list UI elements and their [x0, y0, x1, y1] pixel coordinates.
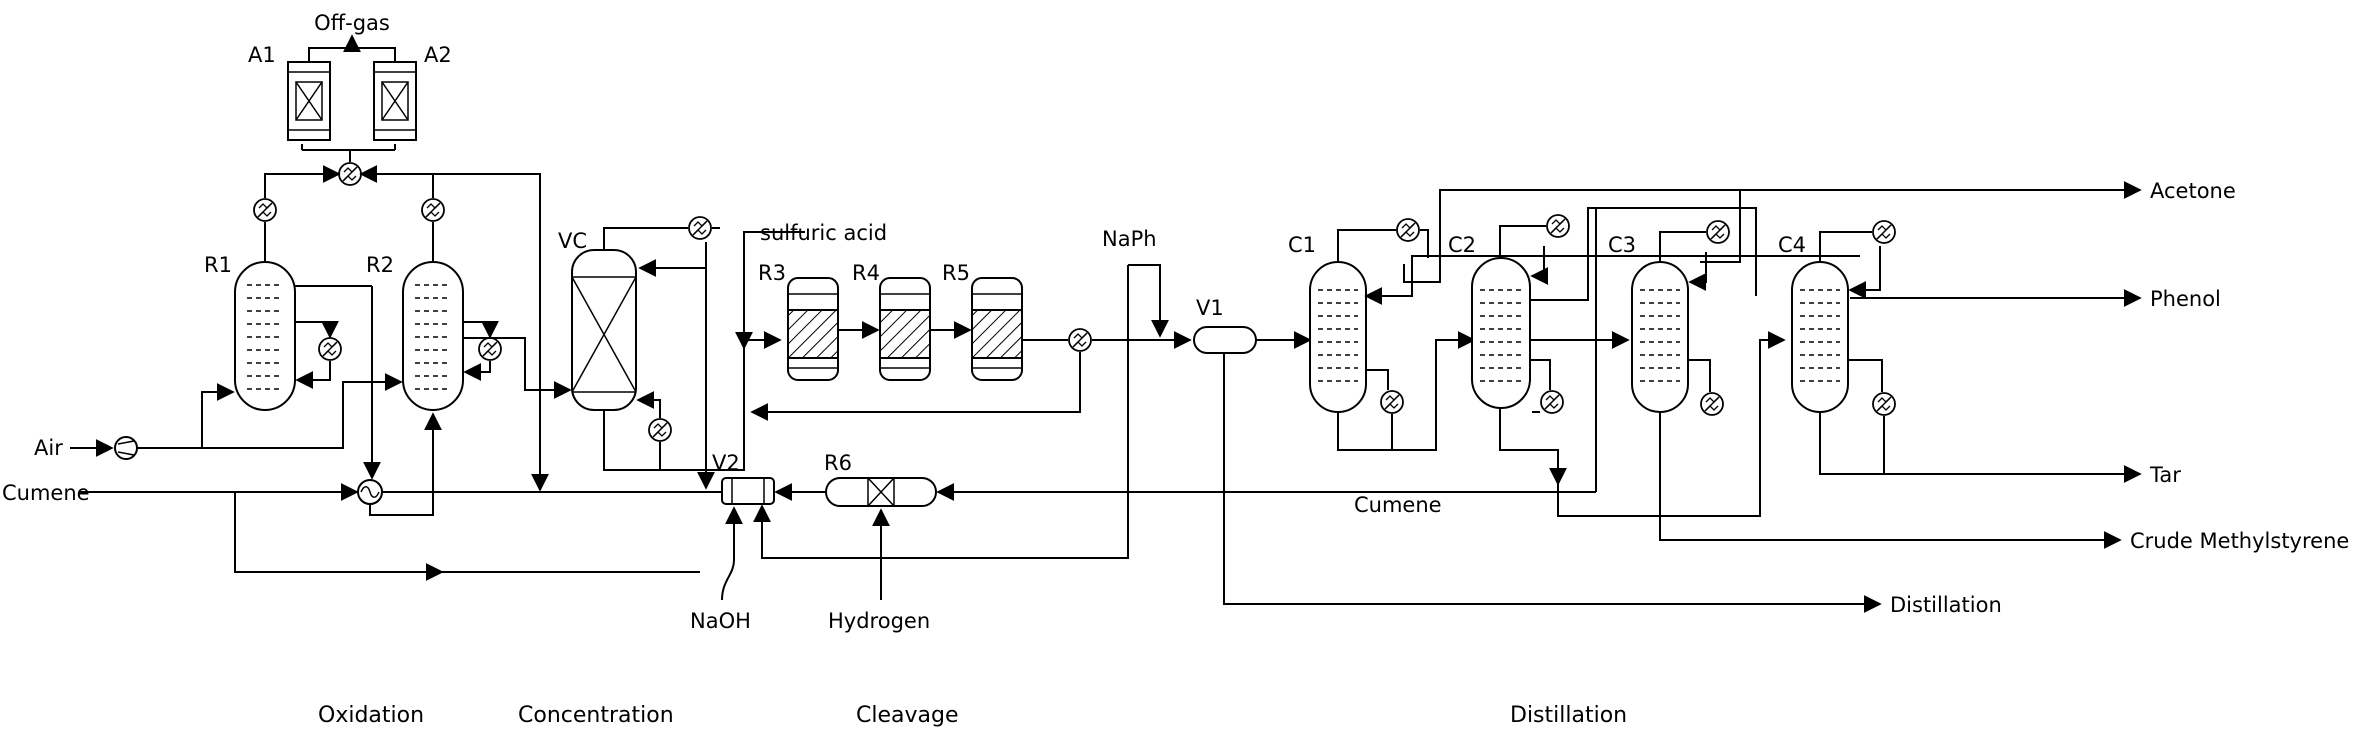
label-naph: NaPh [1102, 227, 1157, 251]
label-c2: C2 [1448, 233, 1476, 257]
column-c2 [1471, 257, 1531, 409]
vessel-v1 [1193, 326, 1257, 354]
label-r1: R1 [204, 253, 232, 277]
label-phenol: Phenol [2150, 287, 2221, 311]
section-concentration: Concentration [518, 703, 674, 728]
tar-line [1819, 412, 2142, 483]
v1-to-distillation [1223, 353, 1882, 613]
r2-cooler-loop [463, 320, 499, 339]
reboiler-c3-icon [1700, 392, 1724, 416]
label-r3: R3 [758, 261, 786, 285]
vc-bottoms [603, 410, 661, 471]
reboiler-c4-icon [1872, 392, 1896, 416]
cleavage-reactor-r3 [787, 277, 839, 381]
cleavage-reactor-r5 [971, 277, 1023, 381]
column-c3 [1631, 261, 1689, 413]
column-c4 [1791, 261, 1849, 413]
bypass-line [234, 492, 444, 581]
condenser-c1-icon [1396, 218, 1420, 242]
label-tar: Tar [2149, 463, 2181, 487]
adsorber-inlet-header [301, 144, 396, 151]
section-distillation: Distillation [1510, 703, 1627, 728]
label-v1: V1 [1196, 296, 1224, 320]
label-a1: A1 [248, 43, 276, 67]
label-a2: A2 [424, 43, 452, 67]
vacuum-concentrator-vc [571, 249, 637, 411]
adsorber-a2 [373, 61, 417, 141]
label-r4: R4 [852, 261, 880, 285]
section-oxidation: Oxidation [318, 703, 424, 728]
air-to-r1 [137, 383, 235, 449]
reboiler-c2-icon [1540, 390, 1564, 414]
r1-cooler-loop [295, 320, 339, 339]
vc-overhead [603, 227, 688, 250]
heat-exchanger-r2-top-icon [421, 198, 445, 222]
label-air: Air [34, 436, 63, 460]
heat-exchanger-vc-top-icon [688, 216, 712, 240]
feed-preheater-icon [357, 479, 383, 505]
crude-methylstyrene-line [1659, 412, 2122, 549]
label-r2: R2 [366, 253, 394, 277]
label-c4: C4 [1778, 233, 1806, 257]
naph-line [776, 265, 1129, 559]
heat-exchanger-r1-side-icon [318, 337, 342, 361]
section-cleavage: Cleavage [856, 703, 959, 728]
heat-exchanger-r1-top-icon [253, 198, 277, 222]
r2-product-to-vc [463, 337, 572, 399]
hydrogenation-reactor-r6 [825, 477, 937, 507]
label-acetone: Acetone [2150, 179, 2236, 203]
label-distillation-out: Distillation [1890, 593, 2002, 617]
cleavage-recycle [750, 352, 1081, 421]
heat-exchanger-cleavage-icon [1068, 328, 1092, 352]
naph-feed [1128, 264, 1169, 338]
sulfuric-acid-feed [735, 231, 805, 350]
r1-vapor-line [264, 165, 341, 186]
heat-exchanger-vc-reboiler-icon [648, 418, 672, 442]
condenser-c3-icon [1706, 220, 1730, 244]
label-vc: VC [558, 229, 587, 253]
c2-bottoms-to-c4 [1557, 331, 1786, 517]
c2-side-route [1530, 207, 1757, 301]
reboiler-c1-icon [1380, 390, 1404, 414]
vc-reflux [638, 242, 707, 277]
reactor-r2 [402, 261, 464, 411]
air-compressor-icon [114, 436, 138, 460]
c1-recycle-in [1364, 255, 1860, 305]
label-c3: C3 [1608, 233, 1636, 257]
label-r5: R5 [942, 261, 970, 285]
condenser-c2-icon [1546, 214, 1570, 238]
c1-bottoms-to-c2 [1337, 331, 1476, 451]
label-v2: V2 [712, 451, 740, 475]
heat-exchanger-r2-side-icon [478, 337, 502, 361]
label-hydrogen: Hydrogen [828, 609, 930, 633]
condenser-c4-icon [1872, 220, 1896, 244]
label-cumene-feed: Cumene [2, 481, 90, 505]
label-offgas: Off-gas [314, 11, 390, 35]
cleavage-reactor-r4 [879, 277, 931, 381]
offgas-header [308, 47, 396, 62]
vessel-v2 [721, 477, 775, 505]
vent-return-line [359, 165, 541, 490]
label-cumene-recycle: Cumene [1354, 493, 1442, 517]
concentrate-to-cleavage [660, 342, 745, 471]
naph-to-v2 [753, 504, 776, 559]
preheated-feed-to-r2 [369, 412, 442, 516]
adsorber-a1 [287, 61, 331, 141]
label-c1: C1 [1288, 233, 1316, 257]
c2-bottoms [1499, 408, 1567, 486]
column-c1 [1309, 261, 1367, 413]
heat-exchanger-offgas-icon [338, 162, 362, 186]
reactor-r1 [234, 261, 296, 411]
label-r6: R6 [824, 451, 852, 475]
label-naoh: NaOH [690, 609, 751, 633]
label-crude-methylstyrene: Crude Methylstyrene [2130, 529, 2349, 553]
